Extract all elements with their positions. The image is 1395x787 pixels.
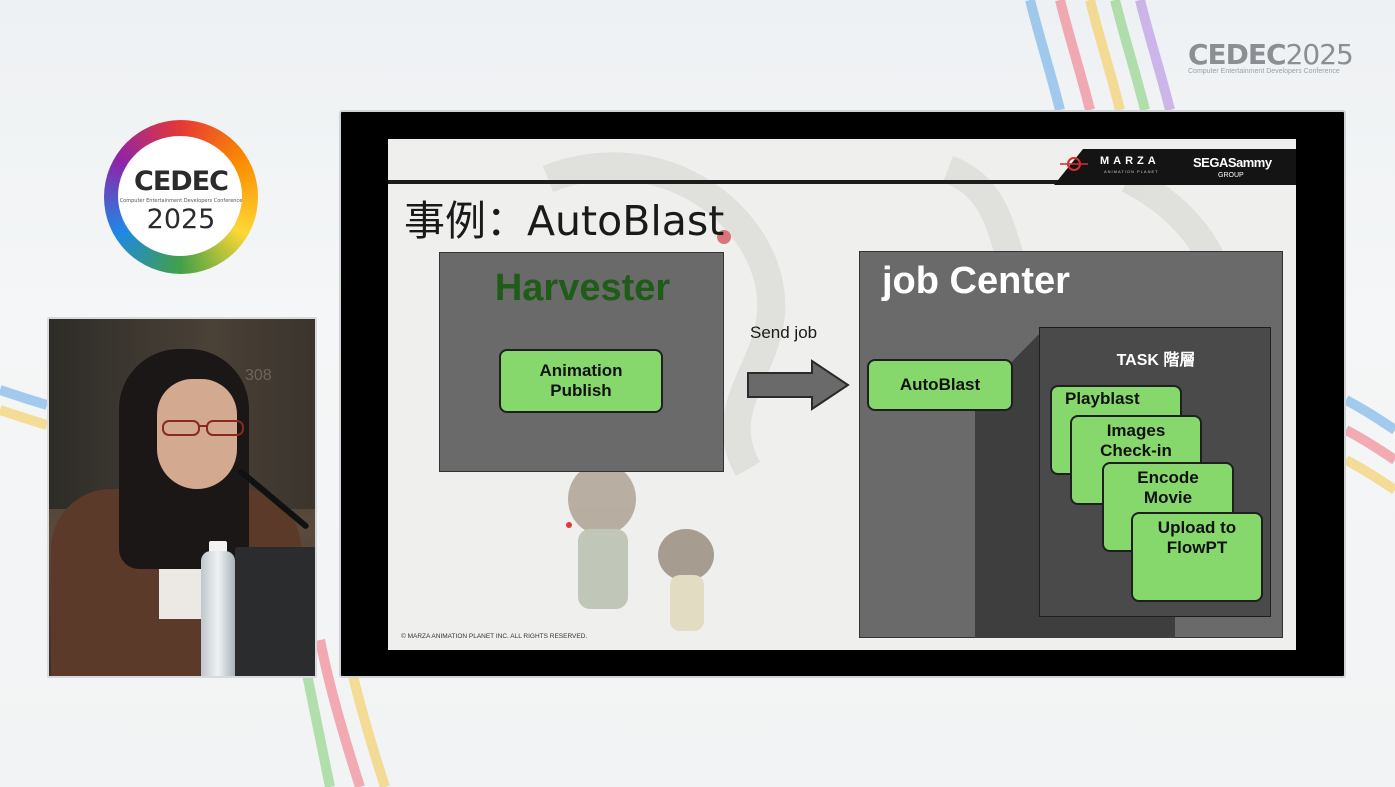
animation-publish-button: Animation Publish xyxy=(499,349,663,413)
job-center-heading: job Center xyxy=(882,260,1070,302)
water-bottle xyxy=(201,551,235,676)
send-job-label: Send job xyxy=(750,323,818,342)
logo-year: 2025 xyxy=(146,204,216,235)
corner-logo-text: CEDEC2025 xyxy=(1188,38,1354,71)
logo-tagline: Computer Entertainment Developers Confer… xyxy=(119,198,243,204)
slide-copyright: © MARZA ANIMATION PLANET INC. ALL RIGHTS… xyxy=(401,633,588,640)
segasammy-logo: SEGASammy xyxy=(1193,155,1272,170)
glasses-icon xyxy=(162,420,244,436)
job-center-box: job Center AutoBlast TASK 階層 Playblast I… xyxy=(859,251,1283,638)
speaker-video: 308 xyxy=(47,317,317,678)
segasammy-group: GROUP xyxy=(1218,172,1244,179)
task-hierarchy-box: TASK 階層 Playblast Images Check-in Encode… xyxy=(1039,327,1271,617)
corner-logo-year: 2025 xyxy=(1285,38,1354,71)
slide-title: 事例：AutoBlast xyxy=(404,197,725,245)
task-heading: TASK 階層 xyxy=(1116,352,1196,369)
logo-name: CEDEC xyxy=(134,166,229,197)
harvester-heading: Harvester xyxy=(494,267,671,309)
marza-logo-text: MARZA xyxy=(1100,155,1160,167)
brand-bar xyxy=(1054,149,1296,185)
marza-logo-sub: ANIMATION PLANET xyxy=(1104,169,1159,174)
task-card-upload-flowpt: Upload to FlowPT xyxy=(1131,512,1263,602)
laptop xyxy=(235,547,315,676)
room-number: 308 xyxy=(245,367,272,384)
corner-logo-tagline: Computer Entertainment Developers Confer… xyxy=(1188,68,1340,75)
cedec-corner-logo: CEDEC2025 Computer Entertainment Develop… xyxy=(1188,38,1354,78)
harvester-box: Harvester Animation Publish xyxy=(439,252,724,472)
send-job-arrow-icon xyxy=(747,359,850,411)
logo-inner xyxy=(118,136,242,256)
autoblast-button: AutoBlast xyxy=(867,359,1013,411)
slide-header-line xyxy=(388,180,1296,184)
presentation-slide: MARZA ANIMATION PLANET SEGASammy GROUP 事… xyxy=(388,139,1296,650)
corner-logo-name: CEDEC xyxy=(1188,38,1287,71)
marza-logo-icon xyxy=(1060,157,1088,171)
cedec-logo: CEDEC Computer Entertainment Developers … xyxy=(104,120,258,274)
